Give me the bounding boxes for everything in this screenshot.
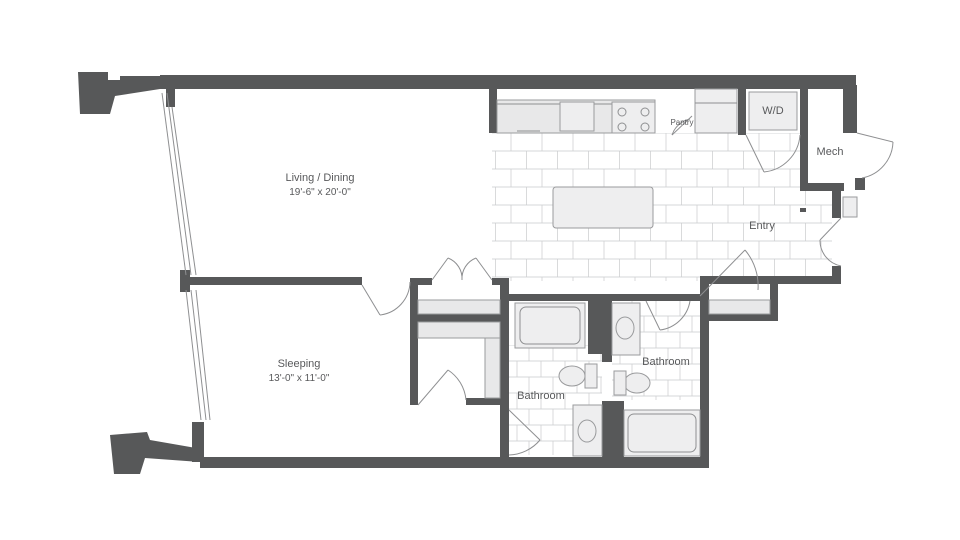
- entry-label: Entry: [749, 220, 775, 232]
- closet-shelves: [417, 299, 771, 399]
- kitchen-island: [552, 186, 654, 229]
- pantry-label: Pantry: [670, 118, 693, 127]
- electrical-panel-icon: [842, 196, 858, 218]
- living-dining-label: Living / Dining: [285, 172, 354, 184]
- kitchen-counter: [496, 99, 656, 134]
- kitchen-sink-icon: [559, 101, 595, 132]
- living-dining-dimensions: 19'-6" x 20'-0": [289, 187, 351, 198]
- walls: [78, 72, 865, 474]
- mech-label: Mech: [817, 146, 844, 158]
- refrigerator-icon: [694, 88, 738, 134]
- cooktop-icon: [611, 101, 656, 134]
- bathroom-label: Bathroom: [517, 390, 565, 402]
- toilet-icon: [623, 372, 651, 394]
- washer-dryer-icon: [748, 91, 798, 131]
- toilet-icon: [558, 365, 586, 387]
- sleeping-dimensions: 13'-0" x 11'-0": [269, 373, 330, 384]
- bathroom-fixtures: [514, 302, 701, 457]
- washer-dryer-label: W/D: [762, 105, 783, 117]
- window-glazing: [161, 92, 211, 421]
- bathroom-sink-icon: [615, 316, 635, 340]
- sleeping-label: Sleeping: [278, 358, 321, 370]
- bathtub-icon: [514, 302, 586, 349]
- kitchen-tile-floor: [492, 133, 832, 281]
- bathtub-icon: [623, 409, 701, 457]
- bathroom-label: Bathroom: [642, 356, 690, 368]
- door-swings: [361, 115, 894, 456]
- bathroom-sink-icon: [577, 419, 597, 443]
